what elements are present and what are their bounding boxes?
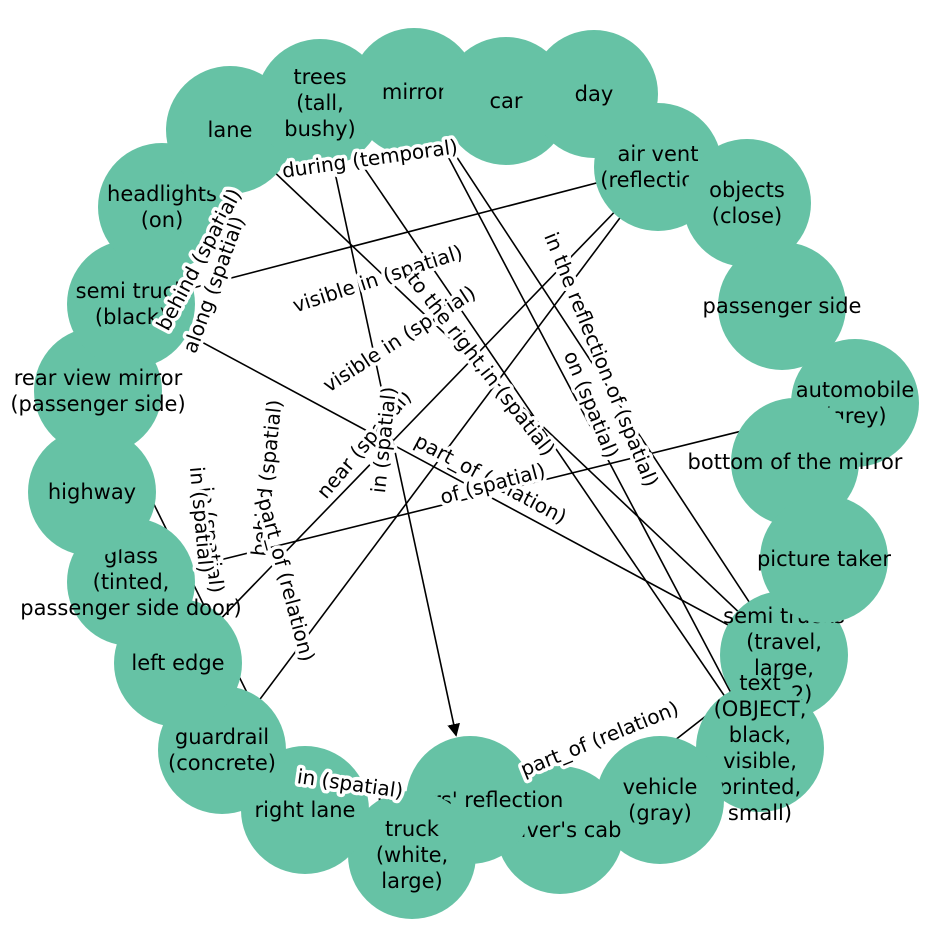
node-label: mirror [382,80,447,104]
node-label: trees(tall,bushy) [284,65,356,141]
node-label: lane [208,118,253,142]
node-bottom-mirror: bottom of the mirror [688,398,903,526]
node-label: vehicle(gray) [623,775,698,825]
nodes-layer: semi trucks(travel,large,==2)automobile(… [10,28,919,919]
node-circle [596,736,724,864]
edge-label-air-vent-guardrail: near (spatial) [312,385,417,503]
node-objects: objects(close) [683,139,811,267]
node-vehicle: vehicle(gray) [596,736,724,864]
node-circle [683,139,811,267]
edge-label-trees-mirrors-reflection: in (spatial) [366,385,401,494]
node-label: automobile(grey) [796,378,914,428]
edge-trees-to-mirrors-reflection [319,102,460,737]
edge-semi-truck-to-semi-trucks [130,303,785,656]
node-semi-truck: semi truck(black) [67,240,195,368]
node-trees: trees(tall,bushy) [256,39,384,167]
edge-lane-to-semi-trucks [229,129,785,656]
node-label: right lane [255,798,356,822]
node-label: picture taker [757,547,891,571]
node-label: truck(white,large) [376,817,448,893]
node-circle [348,791,476,919]
edge-label-extra-3: part_of (relation) [253,495,320,664]
node-circle [256,39,384,167]
node-label: headlights(on) [107,182,217,232]
node-picture-taker: picture taker [757,495,891,623]
node-highway: highway [28,428,156,556]
node-mirror: mirror [350,28,478,156]
node-text-obj: text(OBJECT,black,visible,printed,small) [696,671,824,825]
node-circle [350,28,478,156]
node-label: left edge [131,651,224,675]
node-label: glass(tinted,passenger side door) [20,544,241,620]
node-circle [696,684,824,812]
node-passenger-side: passenger side [703,242,862,370]
node-circle [28,428,156,556]
node-label: day [575,82,614,106]
node-truck: truck(white,large) [348,791,476,919]
node-label: text(OBJECT,black,visible,printed,small) [714,671,807,825]
node-label: guardrail(concrete) [168,725,276,775]
node-label: objects(close) [709,178,785,228]
node-label: passenger side [703,294,862,318]
node-circle [760,495,888,623]
edge-trees-to-text-obj [319,102,761,749]
node-label: rear view mirror(passenger side) [10,366,185,416]
edge-air-vent-to-semi-truck [130,166,659,305]
edge-air-vent-to-left-edge [177,166,659,664]
edge-mirror-to-semi-trucks [413,91,785,656]
node-label: bottom of the mirror [688,450,903,474]
node-label: semi truck(black) [76,279,188,329]
edge-air-vent-to-guardrail [221,166,659,751]
node-circle [731,398,859,526]
node-label: car [489,89,522,113]
node-circle [718,242,846,370]
edge-mirror-to-text-obj [413,91,761,749]
node-circle [67,240,195,368]
node-label: highway [48,480,136,504]
